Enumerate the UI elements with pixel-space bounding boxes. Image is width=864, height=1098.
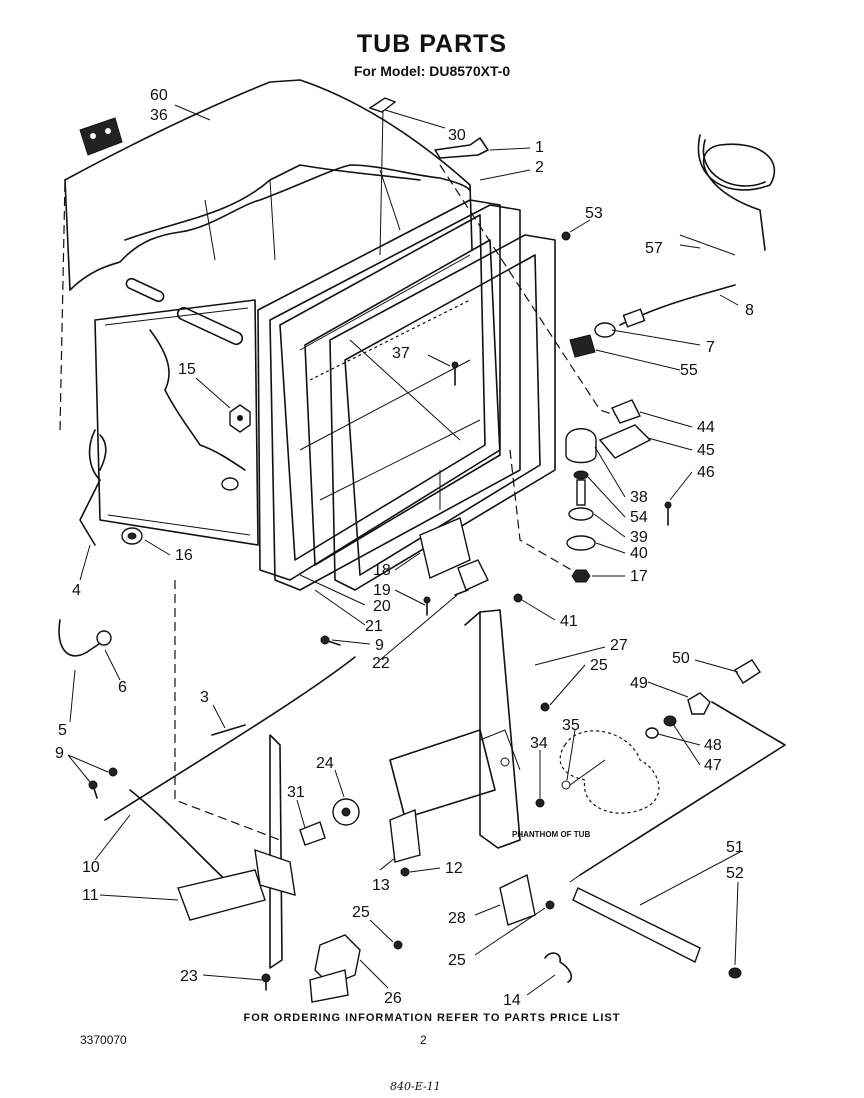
part-51-52-rail	[569, 874, 742, 979]
part-25-screw-a	[540, 702, 550, 712]
callout-49: 49	[630, 675, 648, 692]
callout-45: 45	[697, 442, 715, 459]
part-4-5-hose	[58, 429, 112, 657]
callout-57: 57	[645, 240, 663, 257]
callout-55: 55	[680, 362, 698, 379]
callout-21: 21	[365, 618, 383, 635]
callout-37: 37	[392, 345, 410, 362]
callout-6: 6	[118, 679, 127, 696]
model-subtitle: For Model: DU8570XT-0	[353, 63, 511, 79]
callout-25-b: 25	[352, 904, 370, 921]
callout-9-a: 9	[375, 637, 384, 654]
callout-28: 28	[448, 910, 466, 927]
handwritten-mark: 840-E-11	[390, 1080, 441, 1093]
callout-54: 54	[630, 509, 648, 526]
callout-8: 8	[745, 302, 754, 319]
callout-17: 17	[630, 568, 648, 585]
callout-labels: 60 36 30 1 2 53 57 8 7 55 37 15 44 45 46…	[55, 87, 754, 1009]
callout-24: 24	[316, 755, 334, 772]
callout-14: 14	[503, 992, 521, 1009]
part-53-screw	[561, 231, 571, 241]
callout-50: 50	[672, 650, 690, 667]
callout-9-b: 9	[55, 745, 64, 762]
callout-26: 26	[384, 990, 402, 1007]
callout-27: 27	[610, 637, 628, 654]
callout-35: 35	[562, 717, 580, 734]
part-7-55-fittings	[569, 322, 616, 358]
callout-10: 10	[82, 859, 100, 876]
callout-5: 5	[58, 722, 67, 739]
callout-15: 15	[178, 361, 196, 378]
part-1-bracket	[434, 137, 489, 159]
callout-30: 30	[448, 127, 466, 144]
callout-46: 46	[697, 464, 715, 481]
part-50-49-48-47-inlet	[579, 659, 786, 876]
part-18-19-bracket	[419, 470, 471, 616]
callout-18: 18	[373, 562, 391, 579]
callout-53: 53	[585, 205, 603, 222]
callout-7: 7	[706, 339, 715, 356]
callout-44: 44	[697, 419, 715, 436]
callout-12: 12	[445, 860, 463, 877]
part-16-grommet	[121, 477, 239, 545]
part-24-31-impeller	[299, 798, 360, 846]
callout-2: 2	[535, 159, 544, 176]
part-27-panel	[389, 609, 521, 849]
part-13-12-bracket	[389, 809, 421, 877]
leader-lines	[67, 104, 741, 996]
callout-1: 1	[535, 139, 544, 156]
callout-51: 51	[726, 839, 744, 856]
callout-3: 3	[200, 689, 209, 706]
callout-25-a: 25	[590, 657, 608, 674]
callout-31: 31	[287, 784, 305, 801]
document-number: 3370070	[80, 1033, 127, 1047]
part-15-nut	[229, 404, 251, 433]
page-number: 2	[420, 1033, 427, 1047]
callout-19: 19	[373, 582, 391, 599]
callout-4: 4	[72, 582, 81, 599]
callout-16: 16	[175, 547, 193, 564]
phantom-tub-label: PHANTHOM OF TUB	[512, 830, 590, 839]
callout-60: 60	[150, 87, 168, 104]
ordering-note: FOR ORDERING INFORMATION REFER TO PARTS …	[243, 1012, 621, 1024]
callout-23: 23	[180, 968, 198, 985]
callout-25-c: 25	[448, 952, 466, 969]
callout-41: 41	[560, 613, 578, 630]
part-38-54-39-40-17-valve	[565, 428, 597, 583]
part-28-25-bracket	[499, 873, 555, 926]
part-30-clip	[368, 97, 397, 256]
part-60-36-bracket	[79, 117, 123, 156]
part-26-25-pump	[309, 934, 403, 1003]
part-37-screw	[451, 361, 459, 386]
callout-47: 47	[704, 757, 722, 774]
callout-34: 34	[530, 735, 548, 752]
part-57-8-hose	[619, 134, 776, 328]
callout-52: 52	[726, 865, 744, 882]
callout-20: 20	[373, 598, 391, 615]
page-title: TUB PARTS	[356, 30, 508, 58]
phantom-tub-outline	[535, 730, 660, 814]
part-22-switch	[454, 559, 489, 596]
callout-38: 38	[630, 489, 648, 506]
callout-11: 11	[82, 887, 99, 904]
part-14-clip	[544, 952, 572, 983]
callout-22: 22	[372, 655, 390, 672]
part-44-45-46-bracket	[598, 399, 672, 526]
callout-36: 36	[150, 107, 168, 124]
callout-39: 39	[630, 529, 648, 546]
part-9-screws	[88, 635, 341, 799]
part-41-screw	[513, 593, 523, 603]
callout-13: 13	[372, 877, 390, 894]
part-11-23-bracket	[177, 734, 296, 991]
callout-48: 48	[704, 737, 722, 754]
callout-40: 40	[630, 545, 648, 562]
part-3-10-rod	[104, 656, 356, 901]
tub-assembly	[59, 79, 616, 841]
